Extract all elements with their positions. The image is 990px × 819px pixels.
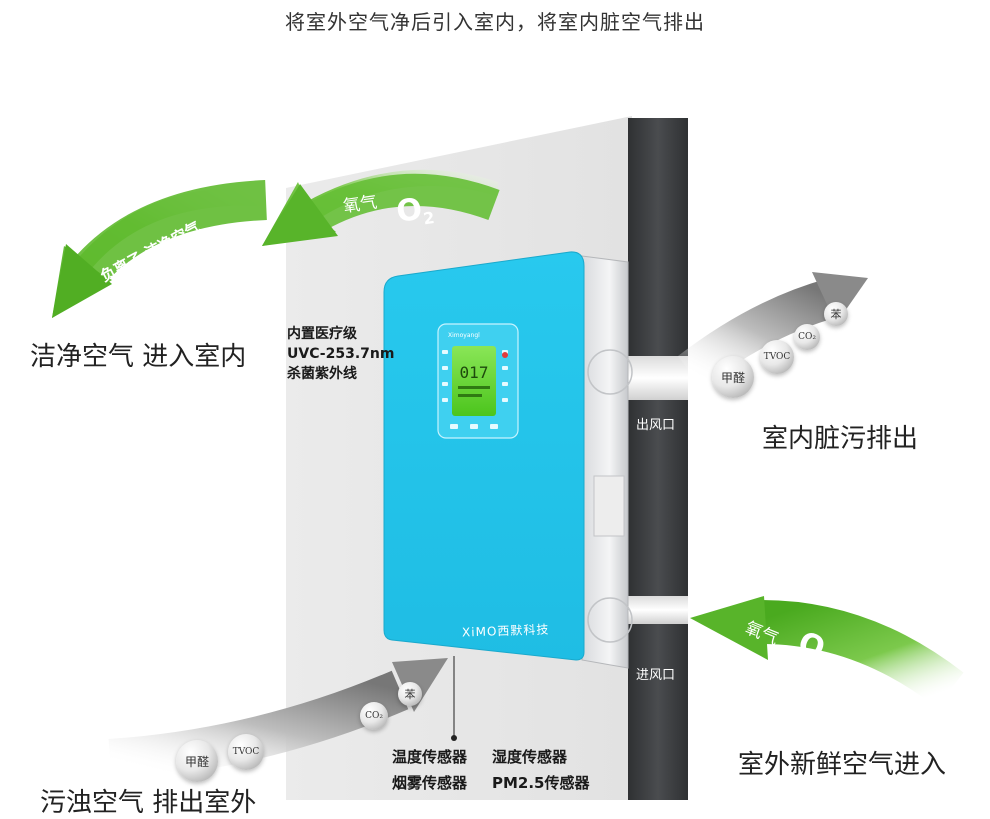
sensor-humidity: 湿度传感器: [492, 748, 568, 766]
sensor-pm25: PM2.5传感器: [492, 774, 590, 792]
fresh-in-label: 室外新鲜空气进入: [738, 750, 947, 780]
uvc-line3: 杀菌紫外线: [287, 366, 357, 382]
screen-logo: Ximoyangl: [448, 332, 480, 339]
co2-bubble-bottom: CO₂: [360, 702, 388, 730]
uvc-line1: 内置医疗级: [287, 326, 357, 342]
top-oxygen-text: 氧气: [342, 192, 378, 217]
top-caption: 将室外空气净后引入室内，将室内脏空气排出: [285, 10, 705, 34]
clean-air-in-label: 洁净空气 进入室内: [30, 342, 247, 372]
polluted-out-label: 污浊空气 排出室外: [40, 788, 257, 818]
sensor-smoke: 烟雾传感器: [392, 774, 468, 792]
outlet-label: 出风口: [636, 418, 676, 433]
formaldehyde-bubble-bottom: 甲醛: [176, 740, 218, 782]
co2-bubble: CO₂: [794, 324, 820, 350]
device-brand: XiMO西默科技: [461, 622, 550, 640]
dirty-out-label: 室内脏污排出: [762, 424, 919, 454]
uvc-line2: UVC-253.7nm: [287, 346, 395, 362]
benzene-bubble: 苯: [824, 302, 848, 326]
sensor-temperature: 温度传感器: [392, 748, 468, 766]
tvoc-bubble-bottom: TVOC: [228, 734, 264, 770]
inlet-label: 进风口: [636, 668, 676, 683]
tvoc-bubble: TVOC: [760, 340, 794, 374]
scene-illustration: 017 氧气 O2 负离子 洁净空气 氧气 O2: [52, 116, 964, 800]
uvc-label: 内置医疗级 UVC-253.7nm 杀菌紫外线: [287, 324, 394, 384]
benzene-bubble-bottom: 苯: [398, 682, 422, 706]
top-oxygen-formula: O2: [394, 190, 435, 232]
formaldehyde-bubble: 甲醛: [712, 356, 754, 398]
lcd-value: 017: [460, 363, 489, 382]
